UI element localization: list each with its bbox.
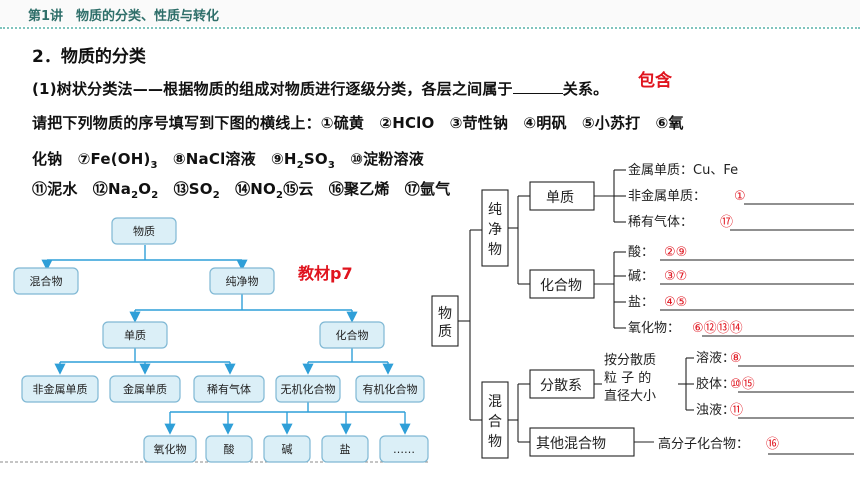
node-base	[263, 435, 311, 463]
nonmetal-label: 非金属单质	[33, 382, 88, 396]
line1-prefix: (1)树状分类法——根据物质的组成对物质进行逐级分类，各层之间属于	[32, 80, 513, 98]
lecture-title: 第1讲 物质的分类、性质与转化	[28, 9, 220, 24]
node-acid	[205, 435, 253, 463]
line4-part-c: ⑭NO	[219, 180, 277, 198]
suspension-answer: ⑪	[730, 403, 743, 418]
basis-line-2: 粒 子 的	[604, 370, 651, 386]
mixture-label-1: 混	[488, 394, 502, 410]
pure-label-1: 纯	[488, 202, 502, 218]
line4-part-a: ⑪泥水 ⑫Na	[32, 180, 132, 198]
salt-answer: ④⑤	[664, 295, 687, 310]
root-label-1: 物	[438, 306, 452, 322]
paragraph-line-4: ⑪泥水 ⑫Na2O2 ⑬SO2 ⑭NO2⑮云 ⑯聚乙烯 ⑰氩气	[32, 178, 450, 201]
node-inorganic	[275, 375, 341, 403]
line3-part-c: SO	[303, 150, 328, 168]
colloid-answer: ⑩⑮	[730, 377, 755, 392]
other-mixture-label: 其他混合物	[536, 436, 606, 452]
solution-label: 溶液：	[696, 351, 735, 366]
line1-suffix: 关系。	[562, 80, 609, 98]
node-metal	[109, 375, 181, 403]
line3-part-d: ⑩淀粉溶液	[335, 150, 424, 168]
oxide-label: 氧化物	[154, 442, 187, 456]
line3-sub-c: 3	[327, 160, 335, 171]
textbook-reference: 教材p7	[298, 264, 353, 283]
compound-label: 化合物	[336, 328, 369, 342]
node-element	[102, 321, 168, 349]
paragraph-line-1: (1)树状分类法——根据物质的组成对物质进行逐级分类，各层之间属于 关系。	[32, 78, 608, 99]
mixture-label-3: 物	[488, 434, 502, 450]
metal-element-label: 金属单质：Cu、Fe	[628, 162, 738, 178]
basis-line-1: 按分散质	[604, 353, 656, 368]
noble-gas-label: 稀有气体	[207, 382, 251, 396]
colloid-label: 胶体：	[696, 376, 735, 392]
nonmetal-answer: ①	[734, 189, 746, 204]
compound-label: 化合物	[540, 278, 582, 294]
node-mixture	[13, 267, 79, 295]
paragraph-line-2: 请把下列物质的序号填写到下图的横线上：①硫黄 ②HClO ③苛性钠 ④明矾 ⑤小…	[32, 114, 684, 132]
node-pure	[209, 267, 275, 295]
inorganic-label: 无机化合物	[281, 382, 336, 396]
line4-part-mid: O	[138, 180, 152, 198]
root-label-2: 质	[438, 324, 452, 340]
right-classification-tree: 物 质 纯 净 物 混 合 物 单质 化合物 分散系 其他混合物 金属单质：Cu…	[431, 162, 854, 459]
mixture-label-2: 合	[488, 414, 502, 430]
node-compound	[319, 321, 385, 349]
header-band	[0, 0, 860, 26]
paragraph-line-3: 化钠 ⑦Fe(OH)3 ⑧NaCl溶液 ⑨H2SO3 ⑩淀粉溶液	[32, 148, 424, 171]
salt-label: 盐	[340, 443, 351, 456]
root-label: 物质	[133, 224, 155, 238]
basis-line-3: 直径大小	[604, 389, 656, 404]
dispersion-label: 分散系	[540, 378, 582, 394]
mixture-label: 混合物	[30, 274, 63, 288]
organic-label: 有机化合物	[363, 382, 418, 396]
node-organic	[355, 375, 425, 403]
noble-gas-label: 稀有气体：	[628, 214, 693, 230]
node-root	[111, 217, 177, 245]
polymer-label: 高分子化合物：	[658, 436, 749, 452]
line3-part-b: ⑧NaCl溶液 ⑨H	[157, 150, 297, 168]
pure-label-2: 净	[488, 222, 502, 238]
line3-part-a: 化钠 ⑦Fe(OH)	[32, 150, 151, 168]
oxide-answer: ⑥⑫⑬⑭	[692, 321, 743, 336]
solution-answer: ⑧	[730, 351, 742, 366]
suspension-label: 浊液：	[696, 403, 735, 418]
acid-answer: ②⑨	[664, 245, 687, 260]
nonmetal-element-label: 非金属单质：	[628, 188, 706, 204]
acid-label: 酸：	[628, 245, 654, 260]
line4-part-d: ⑮云 ⑯聚乙烯 ⑰氩气	[283, 180, 451, 198]
answer-text: 包含	[638, 71, 672, 91]
header-divider	[0, 27, 860, 29]
node-oxide	[143, 435, 197, 463]
oxide-label: 氧化物：	[628, 321, 680, 336]
pure-label-3: 物	[488, 242, 502, 258]
noble-gas-answer: ⑰	[720, 215, 733, 230]
left-classification-tree: 物质 混合物 纯净物 单质 化合物 非金属单质 金属单质 稀有气体 无机化合物 …	[0, 217, 430, 463]
pure-label: 纯净物	[226, 274, 259, 288]
line3-sub-b: 2	[296, 160, 304, 171]
metal-label: 金属单质	[123, 382, 167, 396]
line4-part-b: ⑬SO	[158, 180, 213, 198]
section-heading: 2．物质的分类	[32, 47, 146, 67]
salt-label: 盐：	[628, 295, 654, 310]
node-salt	[321, 435, 369, 463]
base-label: 碱	[282, 443, 293, 456]
line4-sub-c: 2	[276, 190, 284, 201]
answer-blank	[512, 79, 563, 94]
node-noble-gas	[193, 375, 265, 403]
node-nonmetal	[21, 375, 99, 403]
line4-sub-b: 2	[212, 190, 220, 201]
polymer-answer: ⑯	[766, 437, 779, 452]
base-label: 碱：	[628, 269, 654, 284]
element-label: 单质	[124, 329, 146, 342]
etc-label: ……	[393, 443, 415, 456]
element-label: 单质	[546, 190, 574, 206]
acid-label: 酸	[224, 442, 235, 456]
line3-sub-a: 3	[150, 160, 158, 171]
node-etc	[379, 435, 429, 463]
line4-sub-1: 2	[131, 190, 139, 201]
base-answer: ③⑦	[664, 269, 687, 284]
header-bar: 第1讲 物质的分类、性质与转化	[0, 0, 860, 30]
line4-sub-2: 2	[151, 190, 159, 201]
